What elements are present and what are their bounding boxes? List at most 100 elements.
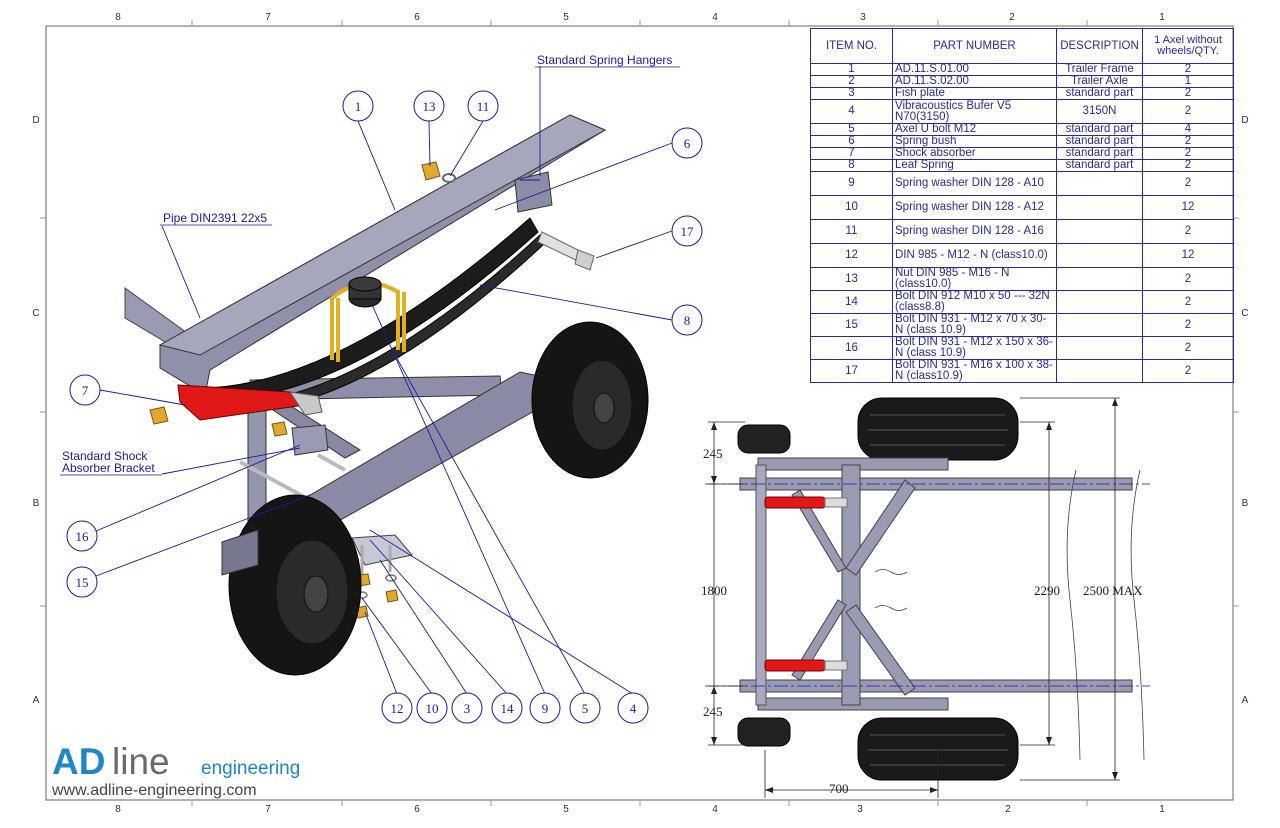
nut-bracket — [271, 421, 288, 437]
bom-item: 7 — [810, 147, 893, 160]
dim-2500-max: 2500 MAX — [1083, 583, 1143, 598]
bom-item: 8 — [810, 159, 893, 172]
balloon-11-circle — [467, 90, 499, 122]
bom-item: 10 — [810, 195, 893, 220]
leader-lines — [95, 66, 673, 695]
plan-wheel-top — [857, 397, 1019, 461]
bom-desc — [1056, 290, 1143, 314]
plan-shock-top — [764, 496, 826, 509]
balloon-16: 16 — [76, 529, 90, 544]
balloon-11: 11 — [477, 99, 490, 114]
bom-part: Vibracoustics Bufer V5 N70(3150) — [892, 99, 1057, 124]
bom-qty: 2 — [1142, 159, 1234, 172]
zone-row-d-right: D — [1241, 115, 1248, 126]
zone-col-3: 3 — [860, 12, 866, 23]
bom-item: 4 — [810, 99, 893, 124]
bolt-15-shaft — [317, 453, 346, 472]
bom-qty: 2 — [1142, 313, 1234, 337]
zone-col-3-bottom: 3 — [857, 804, 863, 815]
bom-desc: standard part — [1056, 135, 1143, 148]
bom-item: 3 — [810, 87, 893, 100]
balloon-1-circle — [342, 90, 374, 122]
balloon-13: 13 — [423, 99, 436, 114]
balloon-17-circle — [671, 215, 703, 247]
bom-part: Spring washer DIN 128 - A16 — [892, 219, 1057, 244]
nut-left — [149, 406, 169, 425]
zone-col-8: 8 — [115, 12, 121, 23]
nut-13 — [421, 161, 441, 181]
balloon-8: 8 — [684, 313, 691, 328]
balloon-5-circle — [569, 692, 601, 724]
bom-desc — [1056, 267, 1143, 291]
dim-245-top: 245 — [703, 446, 723, 461]
zone-col-6-bottom: 6 — [414, 804, 420, 815]
balloon-6-circle — [671, 127, 703, 159]
logo-url: www.adline-engineering.com — [51, 782, 257, 799]
bom-item: 12 — [810, 243, 893, 268]
plan-view: 245 245 1800 2290 2500 MAX 700 — [701, 397, 1150, 798]
zone-col-7-bottom: 7 — [265, 804, 271, 815]
shock-absorber-rod — [288, 391, 323, 416]
balloon-8-circle — [671, 304, 703, 336]
frame-beam-top — [158, 114, 607, 356]
dim-245-bottom: 245 — [703, 704, 723, 719]
bom-header-desc: DESCRIPTION — [1056, 28, 1143, 64]
zone-col-5-bottom: 5 — [563, 804, 569, 815]
zone-col-6: 6 — [414, 12, 420, 23]
bom-item: 14 — [810, 290, 893, 314]
bolt-17 — [537, 231, 583, 263]
bom-qty: 2 — [1142, 359, 1234, 383]
balloon-labels: 1 13 11 6 17 8 7 16 15 12 10 3 14 9 5 4 — [76, 99, 695, 716]
nut-12-b — [385, 589, 399, 603]
bom-part: Shock absorber — [892, 147, 1057, 160]
balloon-1: 1 — [355, 99, 362, 114]
bom-part: DIN 985 - M12 - N (class10.0) — [892, 243, 1057, 268]
bom-item: 13 — [810, 267, 893, 291]
zone-row-d: D — [32, 115, 39, 126]
bom-qty: 2 — [1142, 267, 1234, 291]
zone-col-1: 1 — [1159, 12, 1165, 23]
zone-col-5: 5 — [563, 12, 569, 23]
bom-part: AD.11.S.02.00 — [892, 75, 1057, 88]
dim-2290: 2290 — [1034, 583, 1060, 598]
zone-col-1-bottom: 1 — [1159, 804, 1165, 815]
bom-desc — [1056, 219, 1143, 244]
u-bolt — [330, 281, 406, 362]
balloon-13-circle — [413, 90, 445, 122]
bom-qty: 2 — [1142, 99, 1234, 124]
plan-arrowheads — [711, 398, 1118, 793]
bom-item: 16 — [810, 336, 893, 360]
balloon-15-circle — [66, 566, 98, 598]
balloon-5: 5 — [582, 701, 589, 716]
bom-qty: 2 — [1142, 219, 1234, 244]
bom-desc: standard part — [1056, 87, 1143, 100]
plan-brace-2 — [845, 604, 916, 696]
callout-notes: Standard Spring Hangers Pipe DIN2391 22x… — [60, 53, 680, 476]
bom-desc: Trailer Frame — [1056, 63, 1143, 76]
balloon-3: 3 — [464, 701, 471, 716]
bom-part: Fish plate — [892, 87, 1057, 100]
bom-qty: 2 — [1142, 147, 1234, 160]
logo-engineering: engineering — [201, 758, 300, 779]
bom-part: Bolt DIN 912 M10 x 50 --- 32N (class8.8) — [892, 290, 1057, 314]
bom-item: 6 — [810, 135, 893, 148]
bom-part: Spring washer DIN 128 - A10 — [892, 171, 1057, 196]
bom-part: Spring bush — [892, 135, 1057, 148]
bom-qty: 2 — [1142, 336, 1234, 360]
plan-buffer-bottom — [737, 717, 791, 747]
zone-row-b-right: B — [1242, 498, 1249, 509]
note-spring-hangers: Standard Spring Hangers — [537, 53, 672, 67]
balloon-14-circle — [491, 692, 523, 724]
plan-axle — [841, 464, 861, 706]
bom-header-qty: 1 Axel without wheels/QTY. — [1142, 28, 1234, 64]
plan-brace-1 — [845, 479, 916, 576]
plan-shock-rod-top — [824, 497, 848, 508]
wheel-front-center — [303, 575, 329, 613]
